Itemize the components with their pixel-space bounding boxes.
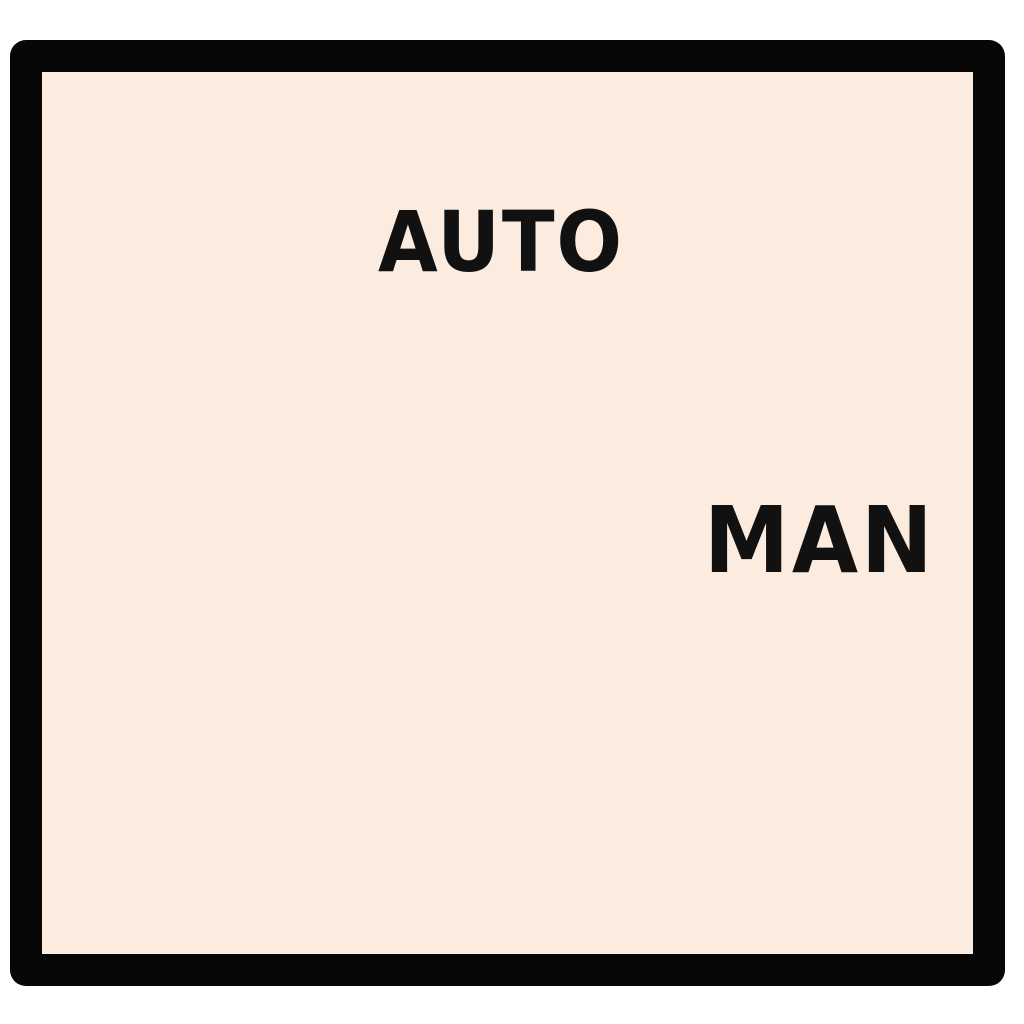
mode-selector-panel: AUTO MAN xyxy=(10,40,1005,986)
auto-mode-label: AUTO xyxy=(378,193,624,291)
manual-mode-label: MAN xyxy=(704,487,936,594)
